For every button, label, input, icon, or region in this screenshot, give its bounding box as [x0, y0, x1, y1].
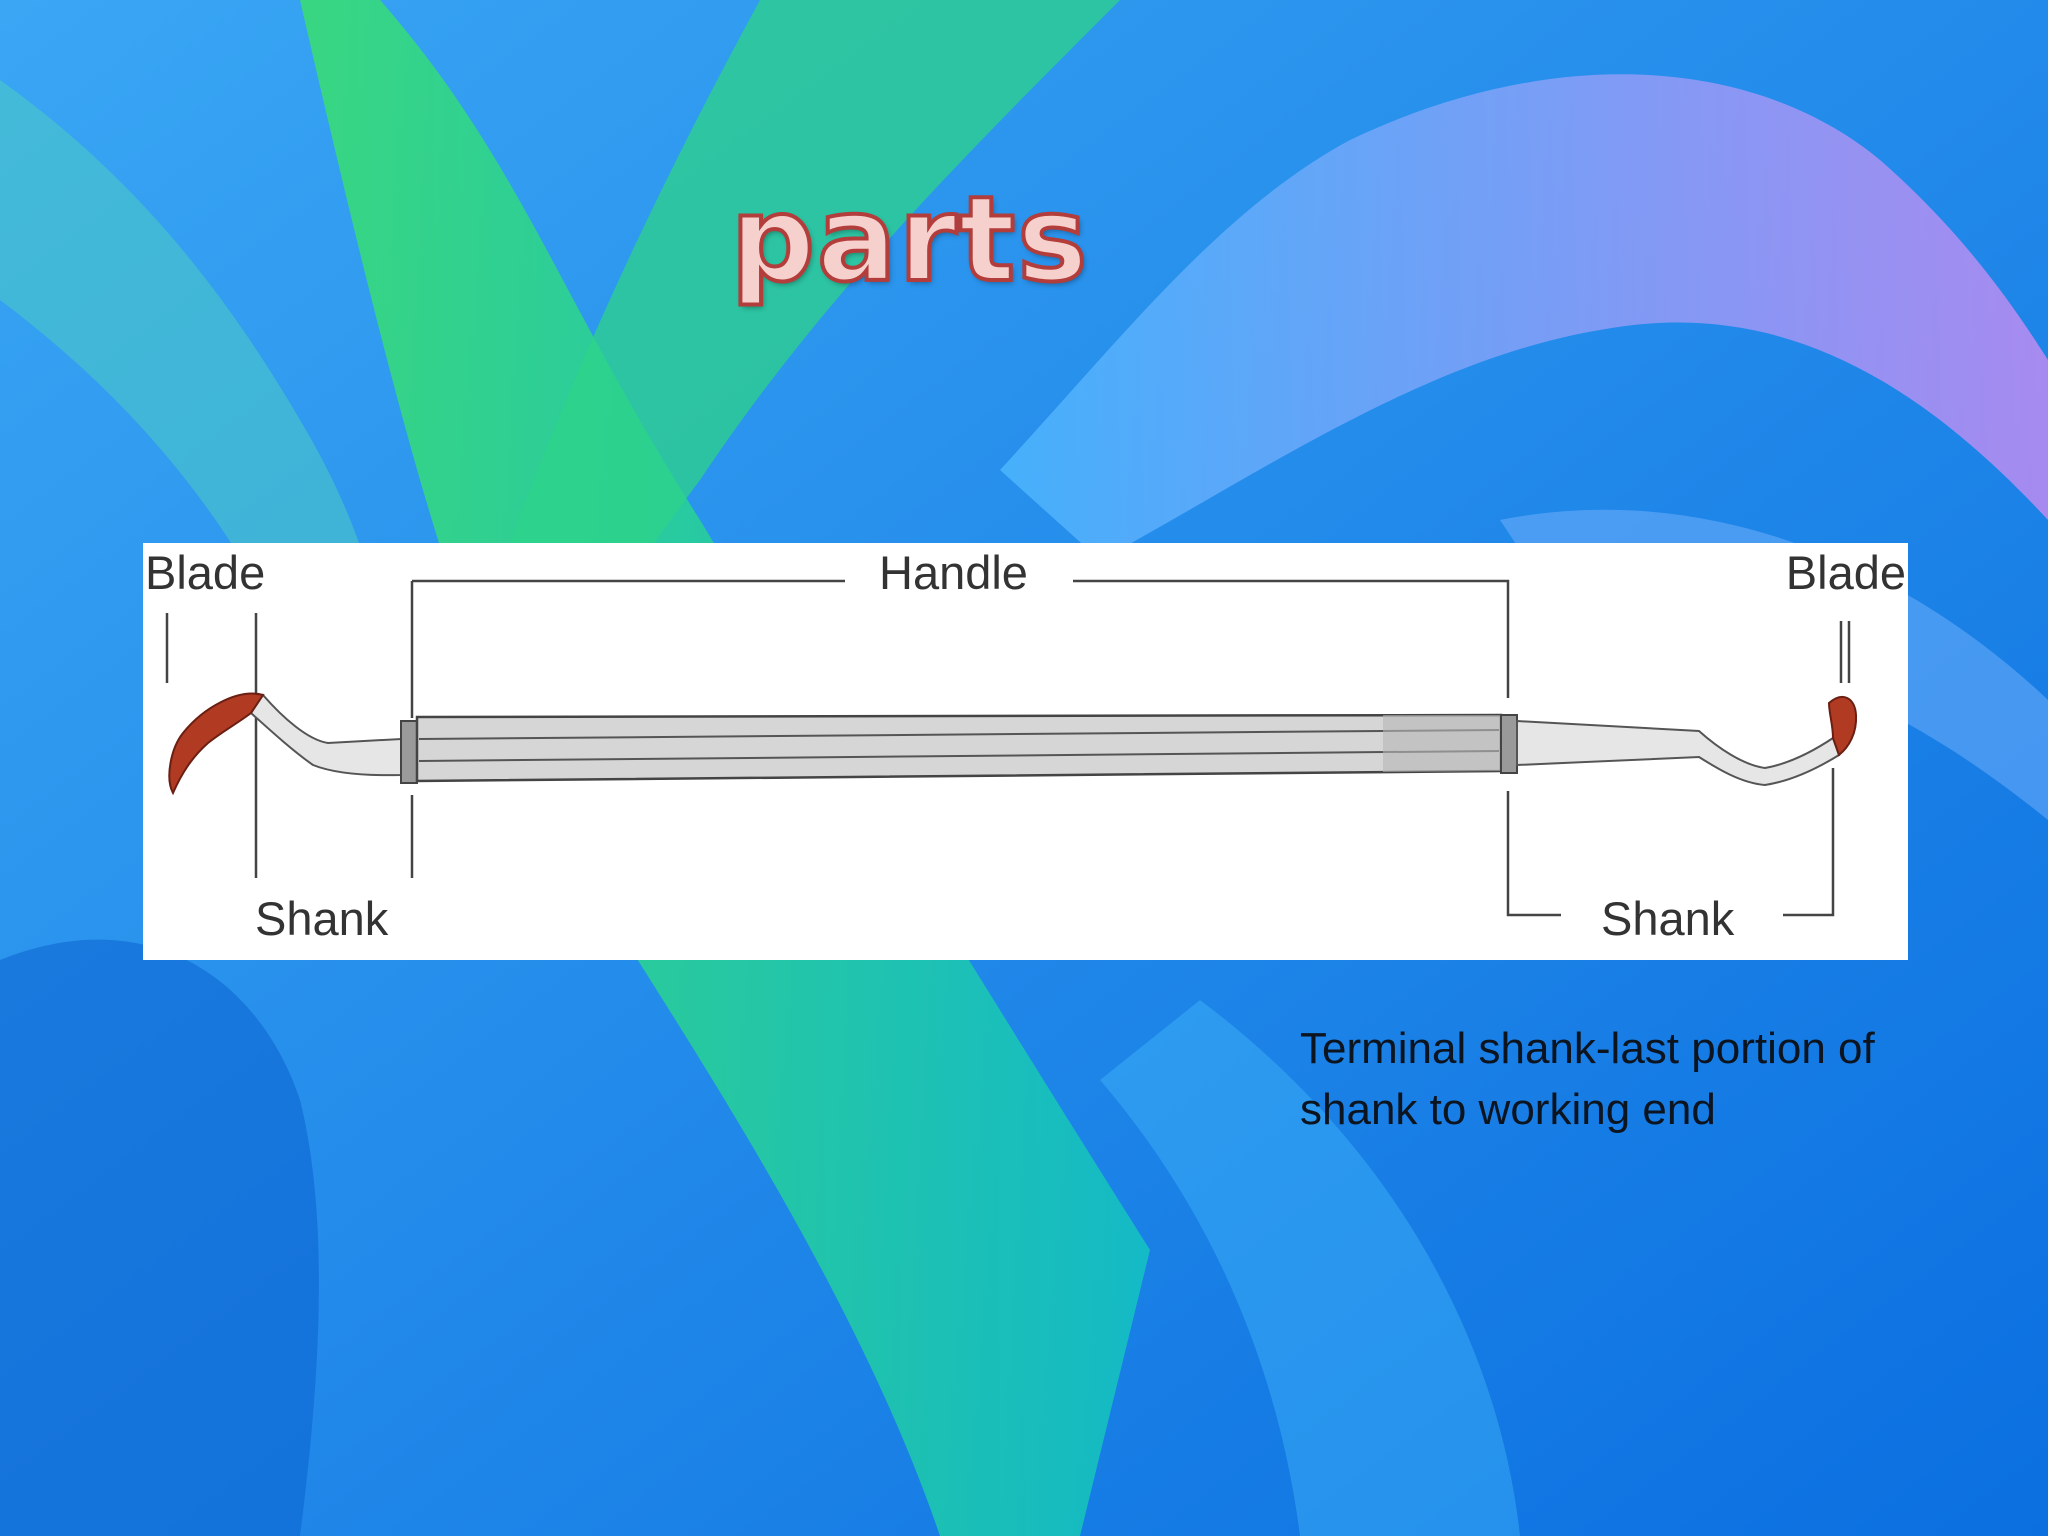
blade-label-left: Blade [145, 546, 266, 599]
instrument-drawing [165, 579, 1858, 917]
left-blade [168, 692, 265, 796]
shank-label-left: Shank [255, 892, 389, 945]
right-shank [1516, 719, 1841, 787]
handle-label: Handle [865, 549, 1042, 596]
leader-lines [165, 579, 1851, 917]
right-blade [1827, 696, 1858, 757]
slide-title: parts [729, 168, 1090, 310]
left-shank [249, 693, 402, 777]
shank-label-right: Shank [1583, 895, 1753, 942]
instrument-diagram: Blade Handle Blade Shank Shank [143, 543, 1908, 960]
terminal-shank-note: Terminal shank-last portion of shank to … [1300, 1024, 1875, 1134]
handle [400, 713, 1518, 784]
blade-label-right: Blade [1785, 546, 1906, 599]
